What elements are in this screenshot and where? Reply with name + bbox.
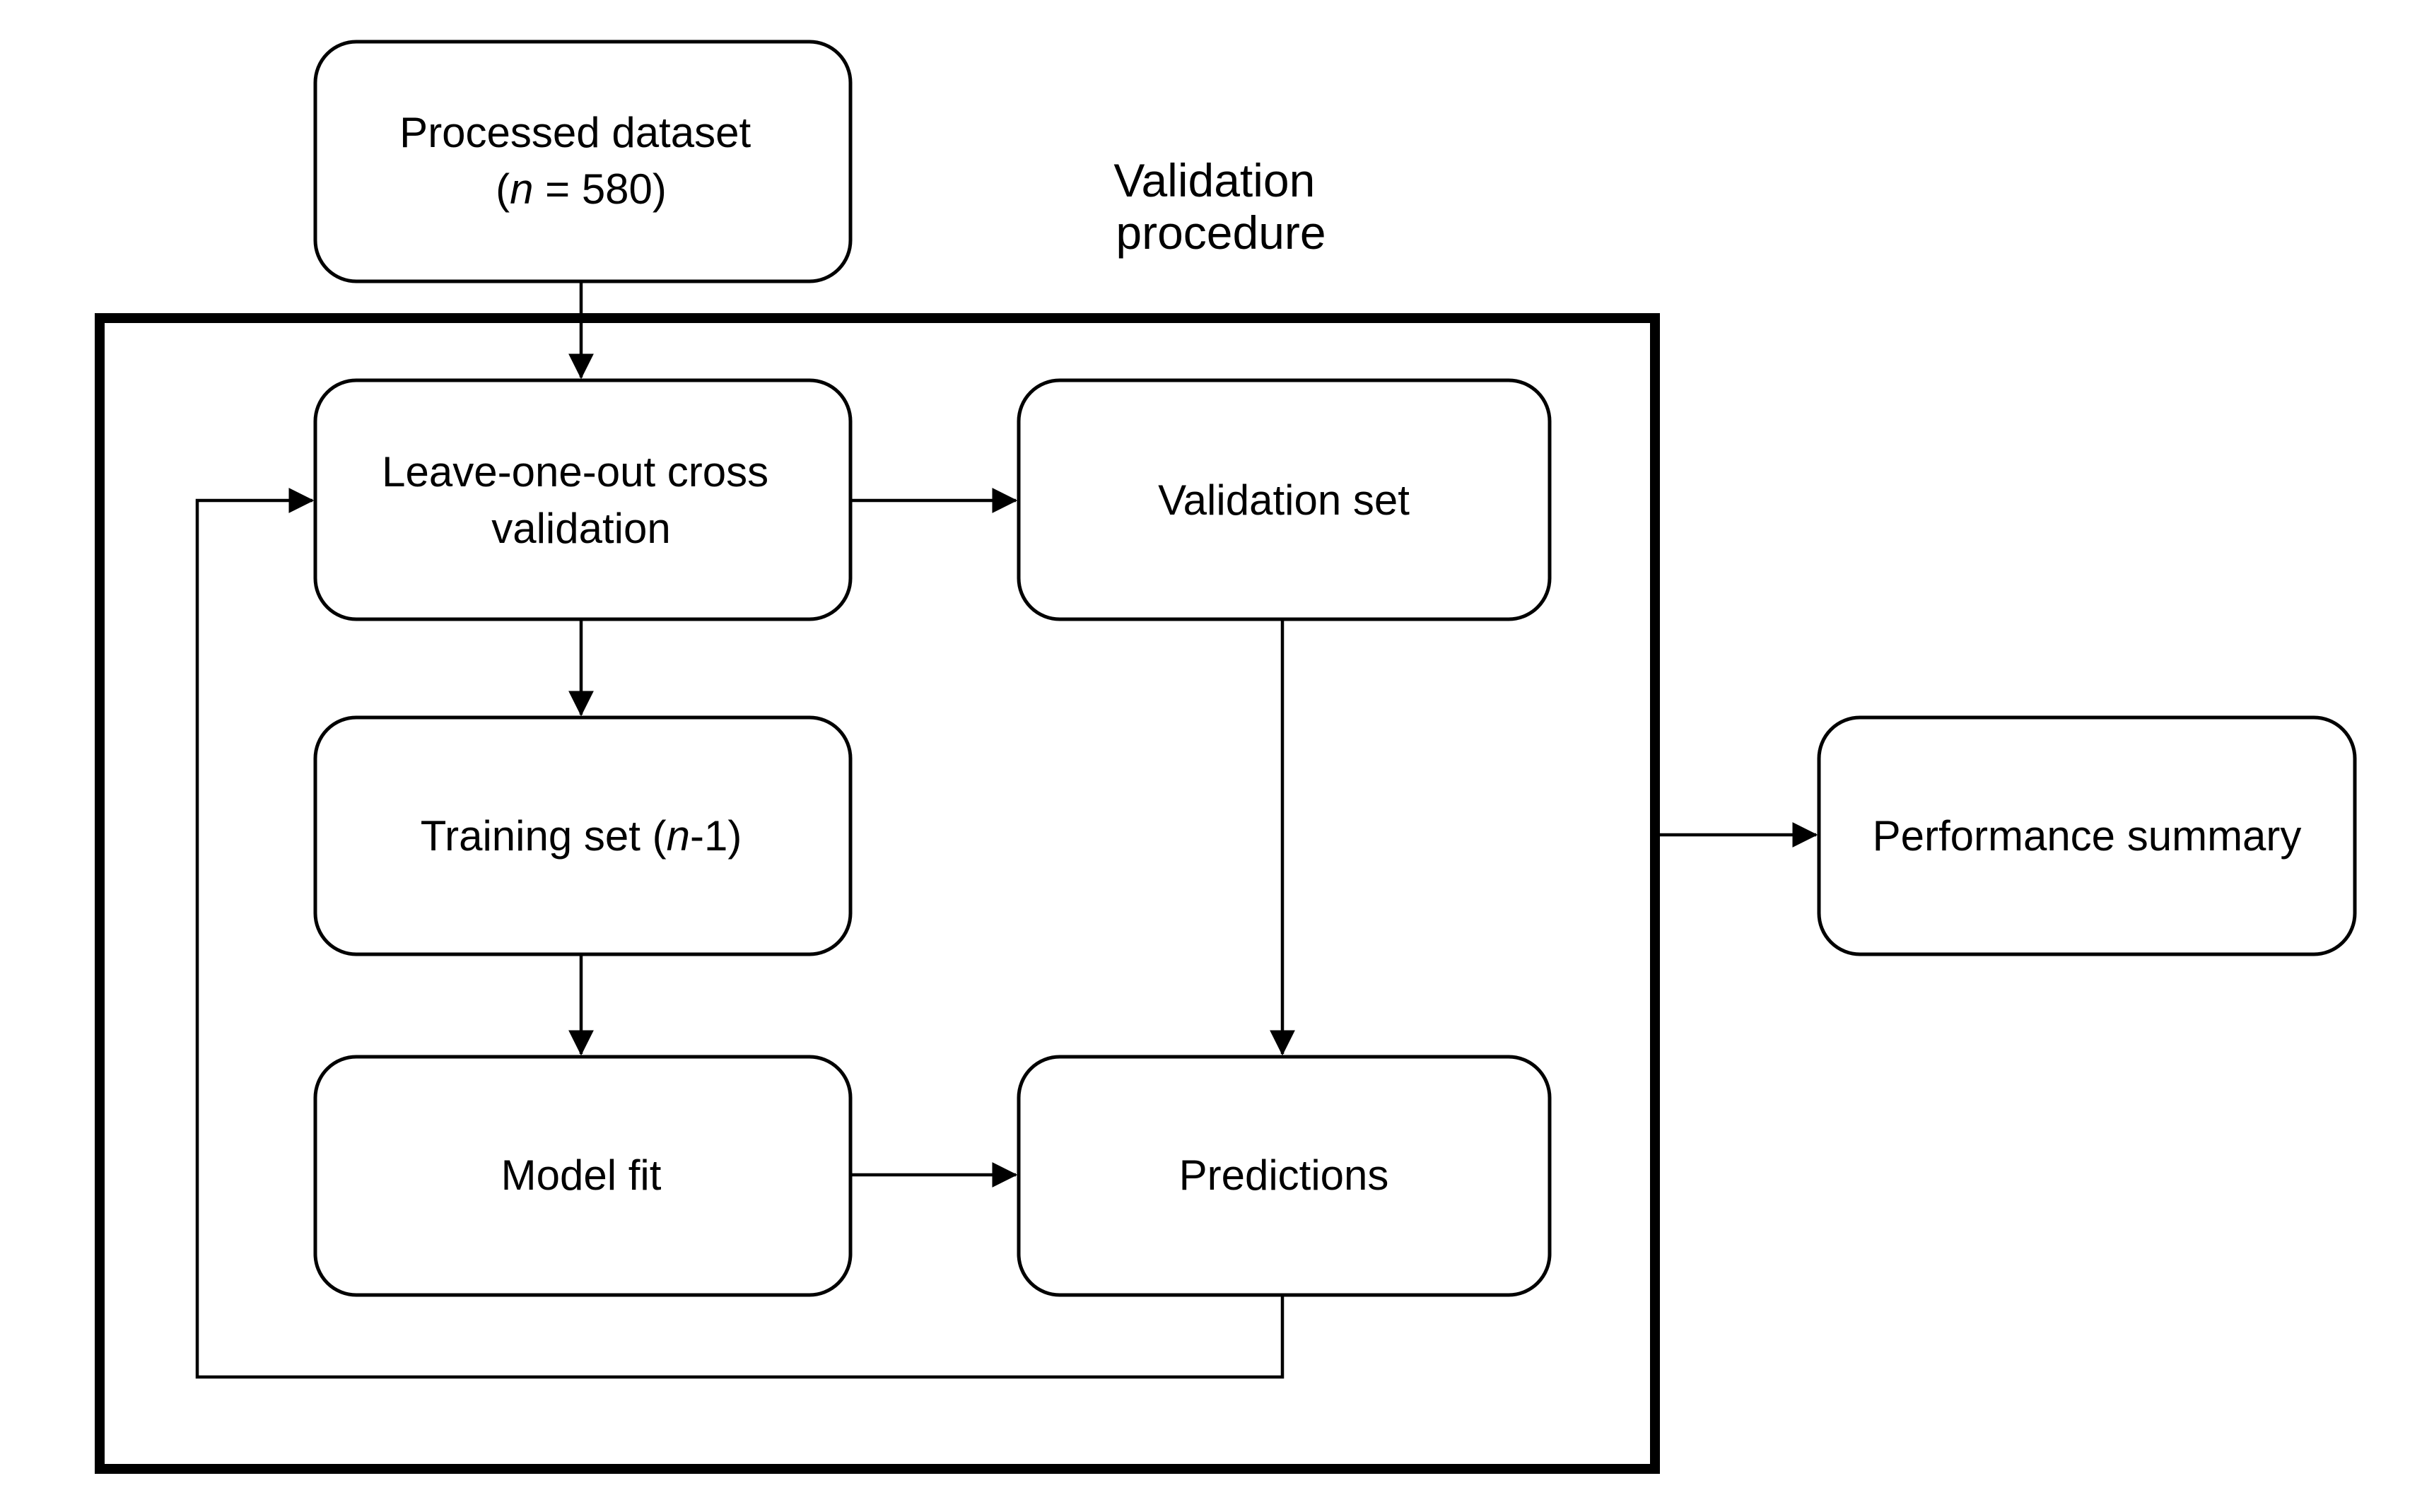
predictions-label: Predictions (1179, 1151, 1389, 1199)
node-training-set-box (313, 715, 853, 956)
frame-title-line1: Validation (1113, 154, 1315, 206)
node-model-fit-box (313, 1055, 853, 1297)
node-loocv-text: Leave-one-out cross validation (382, 448, 780, 552)
training-set-prefix: Training set ( (421, 812, 667, 860)
processed-dataset-line2-open: ( (496, 165, 510, 213)
performance-summary-label: Performance summary (1873, 812, 2302, 860)
validation-set-label: Validation set (1158, 476, 1410, 524)
node-validation-set-box (1017, 378, 1552, 621)
loocv-line1: Leave-one-out cross (382, 448, 768, 496)
frame-title-line2: procedure (1116, 206, 1326, 259)
node-loocv-box (313, 378, 853, 621)
processed-dataset-line1: Processed dataset (399, 109, 751, 156)
node-training-set-text: Training set (n-1) (421, 812, 742, 860)
node-predictions-box (1017, 1055, 1552, 1297)
processed-dataset-line2-rest: = 580) (533, 165, 666, 213)
model-fit-label: Model fit (501, 1151, 662, 1199)
edge-predictions-loop-to-loocv (195, 488, 1285, 1379)
node-predictions: Predictions (1017, 1055, 1552, 1297)
node-performance-summary: Performance summary (1817, 715, 2357, 956)
node-processed-dataset-text: Processed dataset (n = 580) (399, 109, 763, 213)
training-set-n-italic: n (667, 812, 690, 860)
node-processed-dataset: Processed dataset (n = 580) (313, 40, 853, 283)
node-processed-dataset-box (313, 40, 853, 283)
node-performance-summary-box (1817, 715, 2357, 956)
node-training-set: Training set (n-1) (313, 715, 853, 956)
processed-dataset-line2: (n = 580) (496, 165, 667, 213)
frame-title: Validation procedure (1113, 154, 1328, 259)
validation-procedure-frame (95, 313, 1660, 1474)
training-set-suffix: -1) (690, 812, 742, 860)
node-model-fit: Model fit (313, 1055, 853, 1297)
node-validation-set: Validation set (1017, 378, 1552, 621)
node-loocv: Leave-one-out cross validation (313, 378, 853, 621)
loocv-line2: validation (491, 505, 671, 552)
processed-dataset-n-italic: n (510, 165, 533, 213)
